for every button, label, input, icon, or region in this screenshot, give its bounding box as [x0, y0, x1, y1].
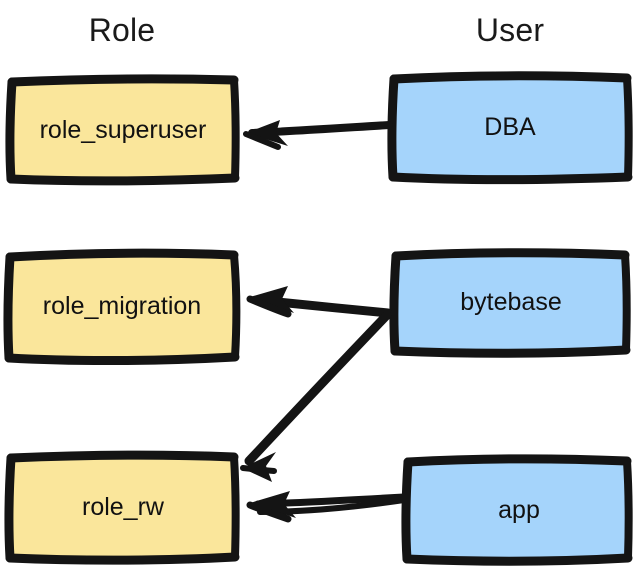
- edge-bytebase-to-role-rw: [240, 310, 392, 482]
- node-role-migration[interactable]: [6, 249, 238, 364]
- node-role-rw[interactable]: [8, 451, 238, 564]
- column-heading-role: Role: [88, 12, 156, 48]
- node-app[interactable]: [406, 456, 630, 564]
- edge-app-to-role-rw: [246, 491, 408, 523]
- node-bytebase[interactable]: [394, 249, 628, 356]
- node-shape-app: [401, 454, 633, 566]
- node-role-superuser[interactable]: [8, 76, 238, 184]
- edge-bytebase-to-role-migration: [246, 286, 393, 318]
- column-heading-user: User: [475, 12, 545, 48]
- node-shape-role-superuser: [5, 74, 240, 186]
- edge-dba-to-role-superuser: [243, 120, 393, 150]
- node-shape-role-migration: [3, 248, 241, 366]
- node-shape-dba: [387, 71, 633, 185]
- node-dba[interactable]: [390, 72, 630, 182]
- node-shape-role-rw: [4, 450, 240, 565]
- node-shape-bytebase: [389, 248, 631, 358]
